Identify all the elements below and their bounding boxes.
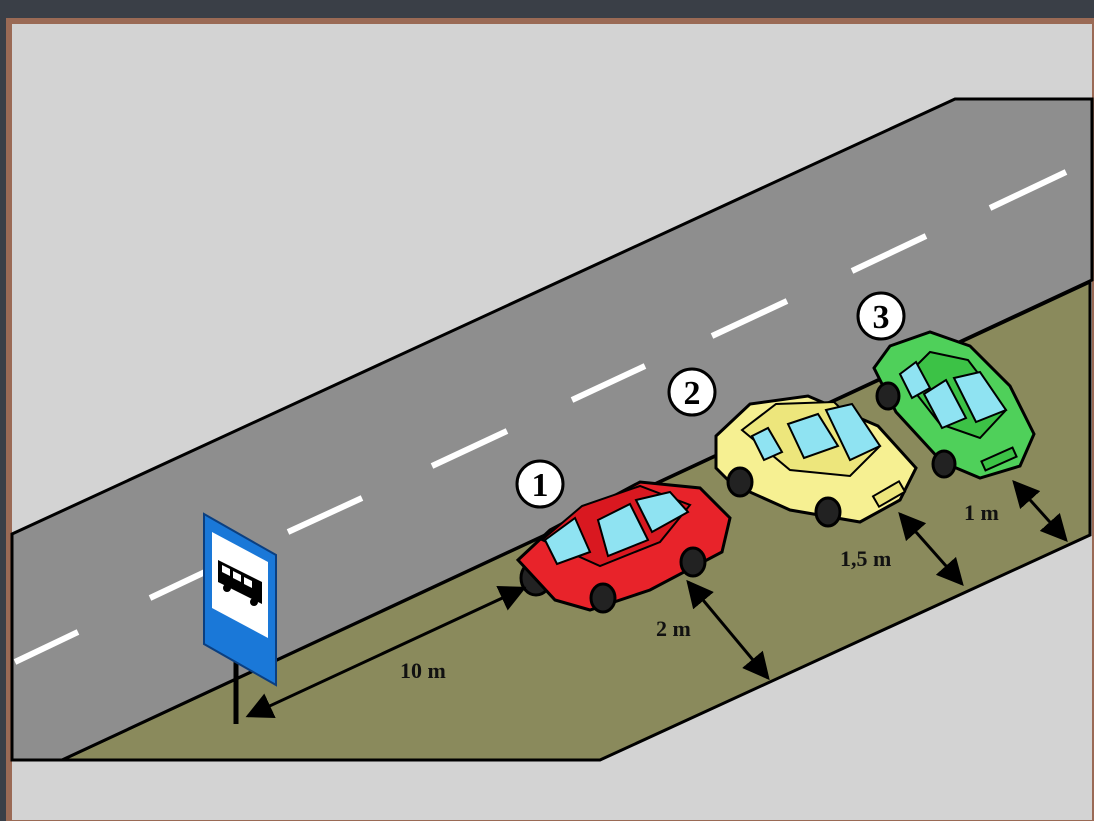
label-car2-gap: 1,5 m bbox=[840, 546, 891, 571]
car-1-number: 1 bbox=[532, 467, 549, 504]
label-stop-distance: 10 m bbox=[400, 658, 446, 683]
car-2-badge: 2 bbox=[669, 369, 715, 415]
car-3-number: 3 bbox=[873, 299, 890, 336]
car-2-number: 2 bbox=[684, 375, 701, 412]
car-3-badge: 3 bbox=[858, 293, 904, 339]
label-car1-gap: 2 m bbox=[656, 616, 691, 641]
label-car3-gap: 1 m bbox=[964, 500, 999, 525]
car-1-badge: 1 bbox=[517, 461, 563, 507]
